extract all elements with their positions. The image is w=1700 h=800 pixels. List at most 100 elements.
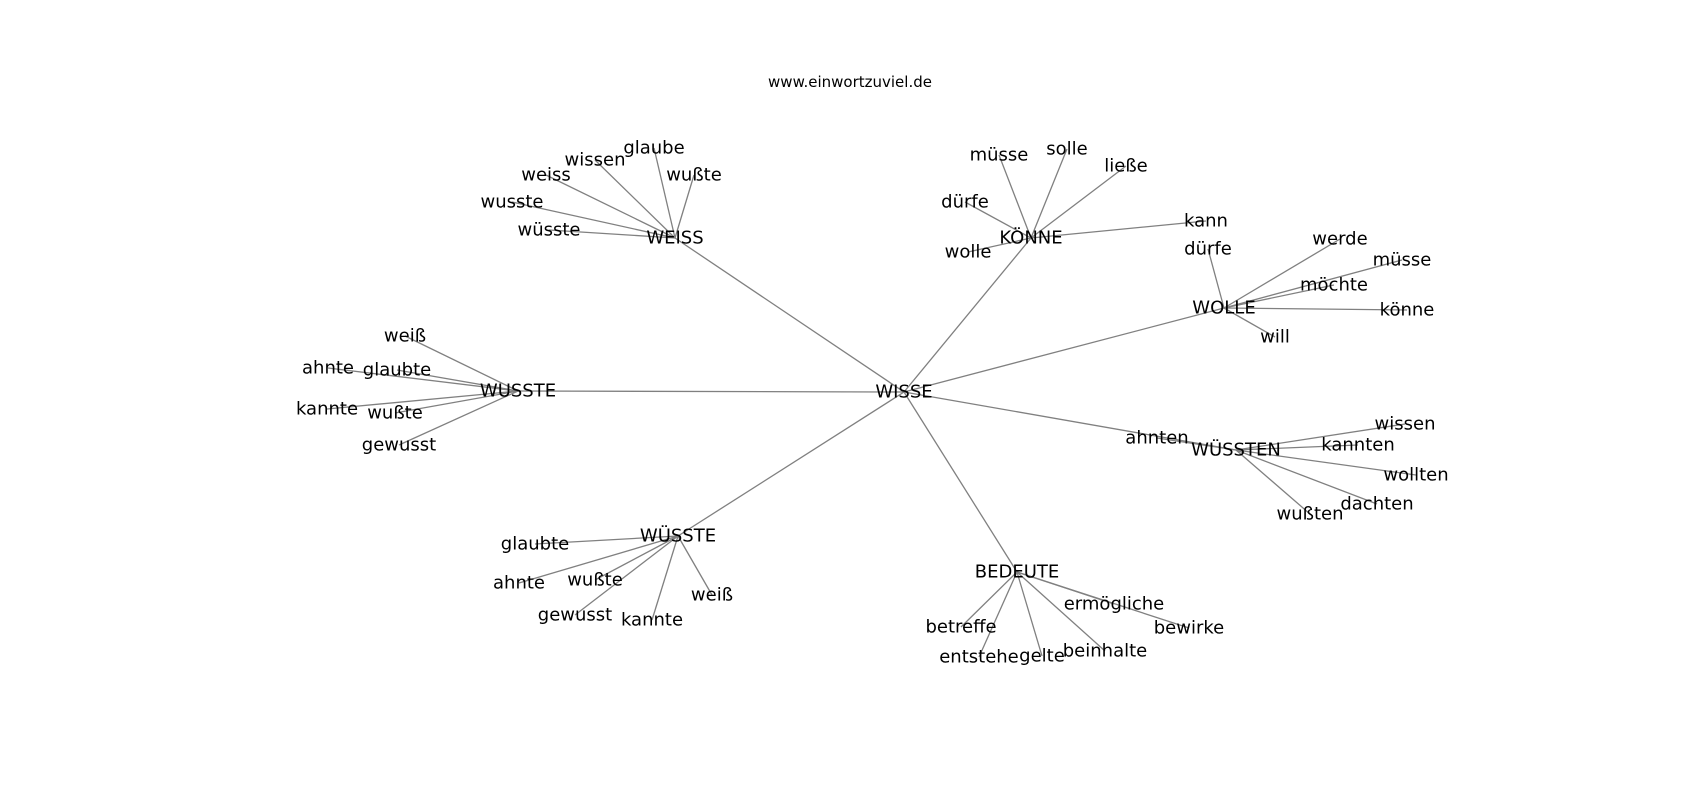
edge-wisse-bedeute_hub bbox=[903, 391, 1018, 573]
edge-wuesste_hub-e_weisz bbox=[677, 535, 713, 596]
node-label-n-ahnten: ahnten bbox=[1125, 428, 1188, 449]
node-label-e-ahnte: ahnte bbox=[493, 573, 545, 594]
edge-wuesste_hub-e_ahnte bbox=[518, 535, 679, 584]
edge-weiss_hub-w_glaube bbox=[653, 147, 676, 239]
graph-title: www.einwortzuviel.de bbox=[768, 73, 932, 91]
node-label-k-duerfe: dürfe bbox=[941, 192, 989, 213]
node-label-bedeute-hub: BEDEUTE bbox=[975, 562, 1060, 583]
node-label-b-ermoegliche: ermögliche bbox=[1064, 594, 1165, 615]
node-label-b-beinhalte: beinhalte bbox=[1063, 641, 1147, 662]
node-label-u-weisz: weiß bbox=[384, 326, 426, 347]
node-label-u-kannte: kannte bbox=[296, 399, 358, 420]
edge-weiss_hub-w_wusste bbox=[511, 201, 676, 239]
node-label-wolle-hub: WOLLE bbox=[1192, 298, 1255, 319]
edge-wisse-weiss_hub bbox=[674, 237, 905, 393]
node-label-wisse: WISSE bbox=[875, 382, 932, 403]
node-label-wuesste-hub: WÜSSTE bbox=[640, 525, 716, 547]
edge-wolle_hub-o_muesse bbox=[1223, 259, 1403, 309]
node-label-u-wuszte: wußte bbox=[367, 403, 423, 424]
edge-weiss_hub-w_weiss bbox=[545, 174, 676, 239]
node-label-k-wolle: wolle bbox=[945, 242, 992, 263]
edge-wusste_hub-u_weisz bbox=[404, 335, 519, 392]
node-label-weiss-hub: WEISS bbox=[646, 228, 703, 249]
node-label-k-kann: kann bbox=[1184, 211, 1228, 232]
edge-bedeute_hub-b_gelte bbox=[1016, 571, 1043, 657]
node-label-b-entstehe: entstehe bbox=[939, 647, 1019, 668]
edge-koenne_hub-k_muesse bbox=[998, 154, 1032, 239]
edge-wuessten_hub-n_wuszten bbox=[1235, 449, 1311, 515]
edge-wuesste_hub-e_wuszte bbox=[594, 535, 679, 581]
node-label-n-kannten: kannten bbox=[1321, 435, 1395, 456]
edge-koenne_hub-k_kann bbox=[1030, 220, 1207, 239]
node-label-w-wuesste: wüsste bbox=[517, 220, 580, 241]
edge-wuessten_hub-n_kannten bbox=[1235, 444, 1359, 451]
edge-wisse-koenne_hub bbox=[903, 237, 1032, 393]
edge-wuessten_hub-n_dachten bbox=[1235, 449, 1378, 505]
node-label-w-wuszte: wußte bbox=[666, 165, 722, 186]
node-label-b-gelte: gelte bbox=[1019, 646, 1065, 667]
node-label-b-betreffe: betreffe bbox=[925, 617, 996, 638]
node-label-k-solle: solle bbox=[1046, 139, 1087, 160]
node-label-n-dachten: dachten bbox=[1340, 494, 1413, 515]
node-label-e-gewusst: gewusst bbox=[538, 605, 612, 626]
edge-wisse-wolle_hub bbox=[903, 307, 1225, 393]
edge-bedeute_hub-b_betreffe bbox=[960, 571, 1018, 628]
node-label-n-wuszten: wußten bbox=[1276, 504, 1343, 525]
edge-wisse-wusste_hub bbox=[517, 390, 905, 393]
edge-wuesste_hub-e_gewusst bbox=[574, 535, 679, 616]
edge-wolle_hub-o_koenne bbox=[1223, 307, 1408, 311]
edge-wusste_hub-u_glaubte bbox=[396, 369, 519, 392]
edge-weiss_hub-w_wuszte bbox=[674, 174, 695, 239]
node-label-e-weisz: weiß bbox=[691, 585, 733, 606]
node-label-e-kannte: kannte bbox=[621, 610, 683, 631]
node-label-u-ahnte: ahnte bbox=[302, 358, 354, 379]
edge-wuessten_hub-n_ahnten bbox=[1156, 437, 1237, 451]
node-label-o-duerfe: dürfe bbox=[1184, 239, 1232, 260]
edge-koenne_hub-k_duerfe bbox=[964, 201, 1032, 239]
node-label-n-wissen: wissen bbox=[1375, 414, 1436, 435]
edge-wisse-wuesste_hub bbox=[677, 391, 905, 537]
edge-wolle_hub-o_duerfe bbox=[1207, 248, 1225, 309]
edge-bedeute_hub-b_beinhalte bbox=[1016, 571, 1106, 652]
edge-wisse-wuessten_hub bbox=[903, 391, 1237, 451]
edge-koenne_hub-k_solle bbox=[1030, 148, 1068, 239]
edge-wuessten_hub-n_wollten bbox=[1235, 449, 1417, 476]
node-label-n-wollten: wollten bbox=[1383, 465, 1448, 486]
edge-wusste_hub-u_kannte bbox=[326, 390, 519, 410]
edge-wolle_hub-o_moechte bbox=[1223, 284, 1335, 309]
node-label-b-bewirke: bewirke bbox=[1154, 618, 1224, 639]
node-label-o-will: will bbox=[1260, 327, 1290, 348]
node-label-k-liesse: ließe bbox=[1104, 156, 1148, 177]
edge-bedeute_hub-b_entstehe bbox=[978, 571, 1018, 658]
edge-weiss_hub-w_wuesste bbox=[548, 229, 676, 239]
edge-group bbox=[326, 147, 1417, 658]
node-label-o-moechte: möchte bbox=[1300, 275, 1368, 296]
node-label-wusste-hub: WUSSTE bbox=[480, 381, 556, 402]
edge-wuesste_hub-e_kannte bbox=[651, 535, 679, 621]
node-label-group: WISSE WEISS KÖNNE WOLLE WUSSTE WÜSSTEN WÜSSTE B… bbox=[296, 138, 1449, 668]
edge-wuessten_hub-n_wissen bbox=[1235, 423, 1406, 451]
edge-bedeute_hub-b_bewirke bbox=[1016, 571, 1190, 629]
node-label-e-glaubte: glaubte bbox=[501, 534, 569, 555]
edge-weiss_hub-w_wissen bbox=[594, 159, 676, 239]
node-label-o-muesse: müsse bbox=[1373, 250, 1432, 271]
edge-wusste_hub-u_gewusst bbox=[398, 390, 519, 446]
edge-wolle_hub-o_werde bbox=[1223, 238, 1341, 309]
node-label-u-gewusst: gewusst bbox=[362, 435, 436, 456]
node-label-w-glaube: glaube bbox=[623, 138, 684, 159]
node-label-k-muesse: müsse bbox=[970, 145, 1029, 166]
edge-koenne_hub-k_wolle bbox=[967, 237, 1032, 253]
node-label-wuessten-hub: WÜSSTEN bbox=[1191, 439, 1281, 461]
node-label-w-weiss: weiss bbox=[521, 165, 571, 186]
edge-wuesste_hub-e_glaubte bbox=[534, 535, 679, 545]
edge-wusste_hub-u_wuszte bbox=[394, 390, 519, 414]
node-label-e-wuszte: wußte bbox=[567, 570, 623, 591]
node-label-w-wusste: wusste bbox=[480, 192, 543, 213]
edge-koenne_hub-k_liesse bbox=[1030, 165, 1127, 239]
node-label-o-werde: werde bbox=[1312, 229, 1367, 250]
edge-wolle_hub-o_will bbox=[1223, 307, 1276, 338]
edge-wusste_hub-u_ahnte bbox=[327, 367, 519, 392]
node-label-u-glaubte: glaubte bbox=[363, 360, 431, 381]
node-label-koenne-hub: KÖNNE bbox=[999, 227, 1062, 249]
